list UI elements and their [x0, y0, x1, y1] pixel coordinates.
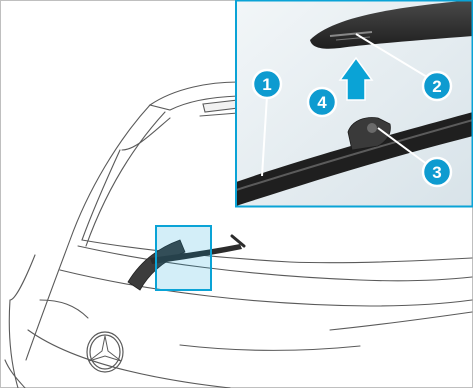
callout-2: 2 — [423, 72, 451, 100]
callout-4-label: 4 — [317, 93, 327, 112]
callout-4: 4 — [308, 88, 336, 116]
detail-highlight-box — [156, 226, 211, 290]
callout-3-label: 3 — [432, 163, 441, 182]
callout-2-label: 2 — [432, 77, 441, 96]
callout-3: 3 — [423, 158, 451, 186]
callout-1-label: 1 — [262, 75, 271, 94]
callout-1: 1 — [253, 70, 281, 98]
